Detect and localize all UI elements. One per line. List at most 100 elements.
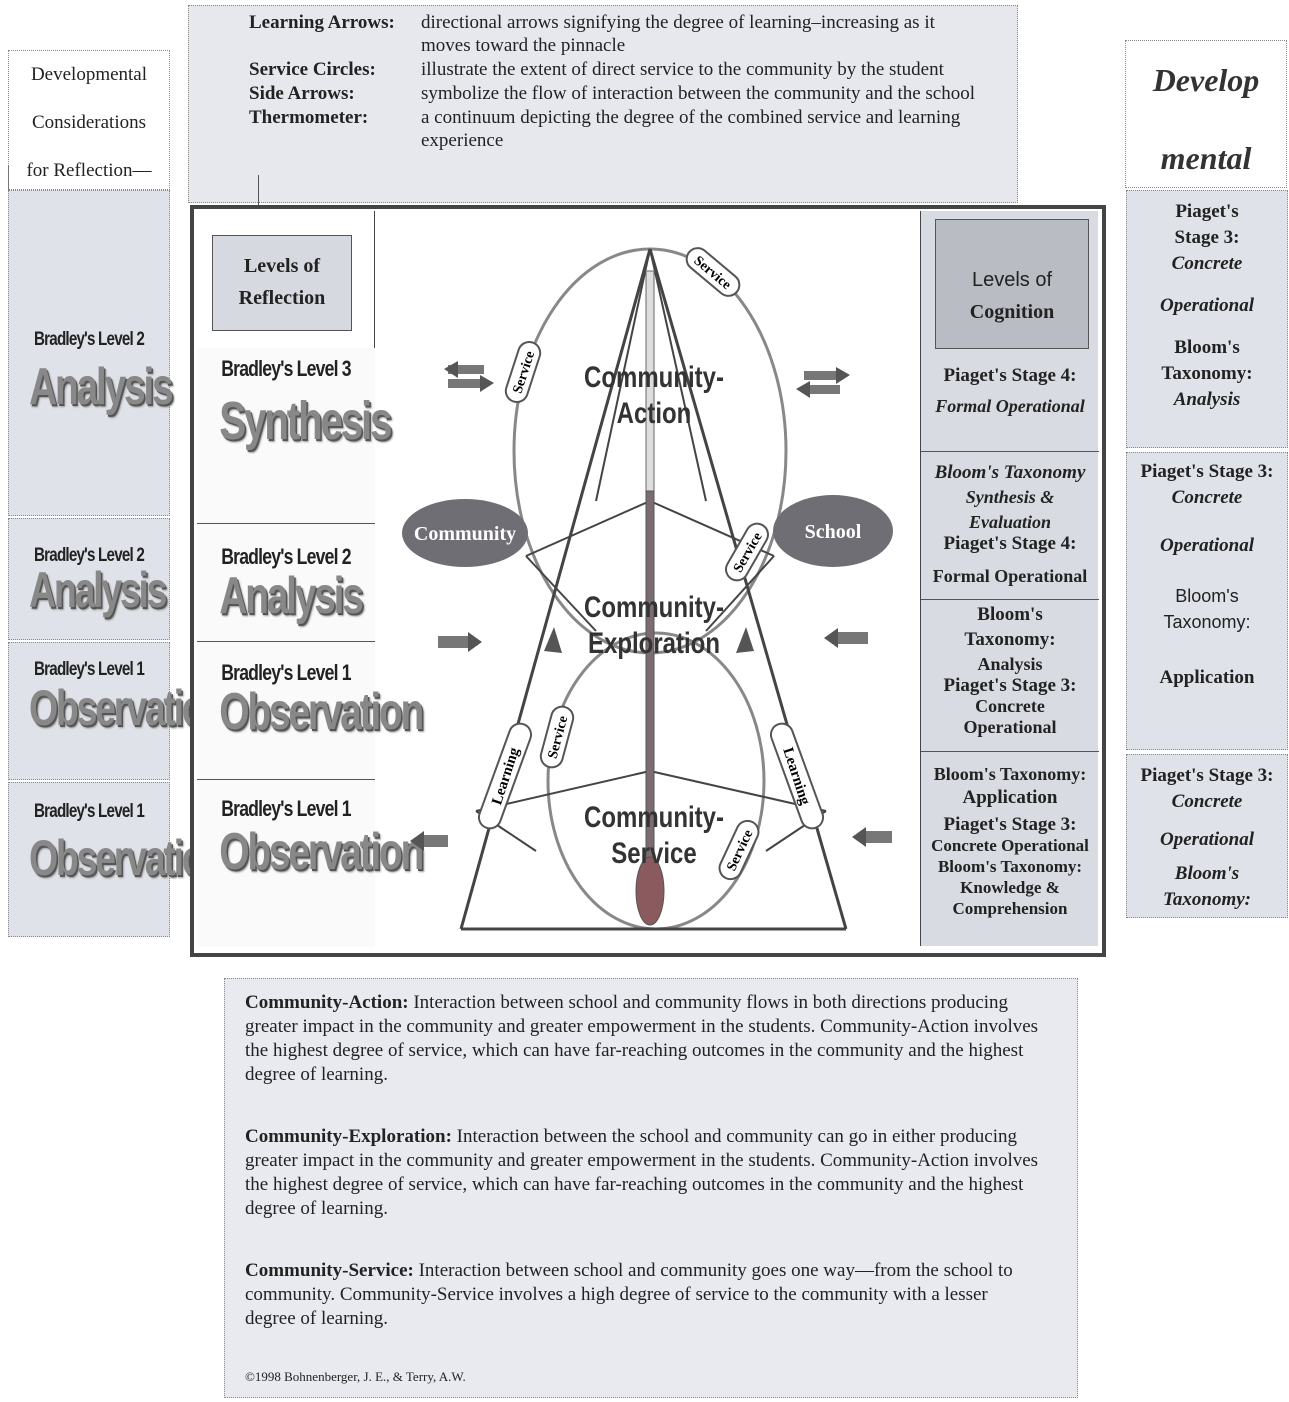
cognition-text: Knowledge &	[960, 878, 1060, 897]
side-arrows-double-right	[796, 367, 850, 398]
bradley-level: Bradley's Level 2	[34, 329, 145, 350]
cognition-text: Synthesis &	[965, 487, 1055, 507]
cognition-cell: Bloom's Taxonomy: Analysis Piaget's Stag…	[921, 599, 1099, 756]
stage-text: Taxonomy:	[1161, 363, 1253, 384]
definition-paragraph: Community-Action: Interaction between sc…	[245, 991, 1039, 1087]
stage-text: Application	[1159, 667, 1255, 688]
learning-arrow-left: Learning	[477, 722, 533, 830]
right-outer-cell: Piaget's Stage 3: Concrete Operational B…	[1126, 190, 1288, 448]
definition-term: Community-Action:	[245, 992, 409, 1013]
cognition-text: Bloom's Taxonomy	[934, 462, 1086, 483]
cognition-text: Application	[962, 787, 1058, 808]
stage-text: Analysis	[1173, 389, 1241, 410]
learning-arrow-right: Learning	[769, 722, 825, 830]
reflection-word: Analysis	[219, 567, 364, 625]
legend-row: Side Arrows: symbolize the flow of intera…	[249, 82, 1017, 105]
community-label: Community	[414, 523, 516, 545]
level-title: Action	[617, 395, 692, 429]
stage-text: Bloom's	[1174, 337, 1240, 358]
stage-text: Stage 3:	[1174, 227, 1240, 248]
stage-text: Concrete	[1171, 487, 1243, 508]
pinnacle-diagram: Learning Learning Service Service Servic…	[402, 247, 893, 931]
cognition-cell: Bloom's Taxonomy: Application Piaget's S…	[921, 751, 1099, 959]
stage-text: Operational	[1160, 829, 1254, 850]
cognition-text: Piaget's Stage 4:	[943, 533, 1077, 554]
school-oval	[773, 495, 893, 567]
reflection-cell: Bradley's Level 1 Observation	[197, 641, 424, 780]
definitions-box: Community-Action: Interaction between sc…	[224, 978, 1078, 1398]
legend-row: Service Circles:illustrate the extent of…	[249, 58, 1017, 81]
cognition-text: Formal Operational	[935, 396, 1085, 416]
bradley-level: Bradley's Level 1	[34, 659, 145, 680]
legend-term: Service Circles:	[249, 59, 376, 80]
legend-row: Thermometer:a continuum depicting the de…	[249, 106, 1017, 152]
cognition-text: Operational	[963, 717, 1057, 737]
reflection-word: Observation	[29, 680, 225, 736]
stage-text: Piaget's	[1175, 201, 1239, 222]
definition-paragraph: Community-Exploration: Interaction betwe…	[245, 1125, 1039, 1221]
level-title: Community-	[584, 359, 724, 393]
reflection-cell: Bradley's Level 3 Synthesis	[197, 348, 393, 523]
cognition-text: Taxonomy:	[964, 629, 1056, 650]
stage-text: Operational	[1160, 535, 1254, 556]
cognition-header: Levels of Cognition	[935, 219, 1089, 349]
side-arrows-double-left	[444, 361, 494, 392]
reflection-column: Levels of Reflection Bradley's Level 3 S…	[197, 211, 424, 947]
side-arrow-left	[410, 831, 448, 851]
definition-paragraph: Community-Service: Interaction between s…	[245, 1259, 1039, 1331]
thermometer-bulb	[635, 856, 665, 926]
legend-term: Learning Arrows:	[249, 12, 395, 33]
legend-box: Learning Arrows: directional arrows signi…	[188, 5, 1018, 203]
community-oval	[402, 499, 528, 567]
dev-considerations-label: Developmental Considerations for Reflect…	[8, 50, 170, 190]
inner-line	[525, 555, 597, 632]
learning-arrowhead	[736, 627, 754, 653]
cognition-text: Bloom's	[977, 604, 1043, 625]
copyright: ©1998 Bohnenberger, J. E., & Terry, A.W.	[245, 1369, 466, 1384]
level-title: Exploration	[588, 625, 720, 659]
legend-definition: directional arrows signifying the degree…	[421, 12, 935, 56]
header-line: Cognition	[969, 301, 1055, 323]
cognition-text: Piaget's Stage 3:	[943, 814, 1077, 835]
cognition-text: Piaget's Stage 3:	[943, 675, 1077, 696]
definition-text: Interaction between school and community…	[245, 1260, 1013, 1329]
right-outer-cell: Piaget's Stage 3: Concrete Operational B…	[1126, 754, 1288, 918]
reflection-header: Levels of Reflection	[212, 235, 352, 331]
reflection-word: Observation	[219, 683, 424, 741]
cognition-text: Concrete Operational	[931, 836, 1089, 855]
legend-definition: a continuum depicting the degree of the …	[421, 107, 961, 151]
stage-text: Concrete	[1171, 791, 1243, 812]
bradley-level: Bradley's Level 2	[221, 544, 351, 569]
stage-text: Operational	[1160, 295, 1254, 316]
inner-line	[705, 555, 775, 632]
bradley-level: Bradley's Level 1	[34, 801, 145, 822]
cognition-text: Bloom's Taxonomy:	[937, 857, 1083, 876]
definition-term: Community-Exploration:	[245, 1126, 452, 1147]
dev-line: Developmental	[30, 64, 148, 85]
cognition-text: Piaget's Stage 4:	[943, 365, 1077, 386]
bradley-level: Bradley's Level 1	[221, 660, 351, 685]
level-title: Community-	[584, 799, 724, 833]
cognition-text: Concrete	[975, 696, 1045, 716]
legend-definition: symbolize the flow of interaction betwee…	[421, 83, 976, 104]
service-tag: Service	[539, 705, 575, 769]
side-arrow-left	[852, 827, 892, 847]
cognition-column: Levels of Cognition Piaget's Stage 4: Fo…	[920, 211, 1099, 946]
right-outer-cell: Piaget's Stage 3: Concrete Operational B…	[1126, 452, 1288, 750]
reflection-word: Observation	[29, 830, 225, 886]
bradley-level: Bradley's Level 2	[34, 545, 145, 566]
stage-text: Piaget's Stage 3:	[1140, 461, 1274, 482]
reflection-word: Observation	[219, 823, 424, 881]
header-line: Reflection	[238, 287, 326, 309]
service-tag: Service	[504, 340, 542, 404]
learning-arrowhead	[544, 627, 562, 653]
legend-row: Learning Arrows: directional arrows signi…	[249, 11, 1017, 57]
definition-term: Community-Service:	[245, 1260, 414, 1281]
cognition-text: Comprehension	[952, 899, 1068, 918]
legend-term: Side Arrows:	[249, 83, 355, 104]
stage-text: Concrete	[1171, 253, 1243, 274]
dev-word: mental	[1160, 140, 1252, 176]
reflection-word: Synthesis	[219, 391, 392, 451]
inner-line	[525, 500, 651, 557]
dev-word: Develop	[1152, 62, 1260, 98]
